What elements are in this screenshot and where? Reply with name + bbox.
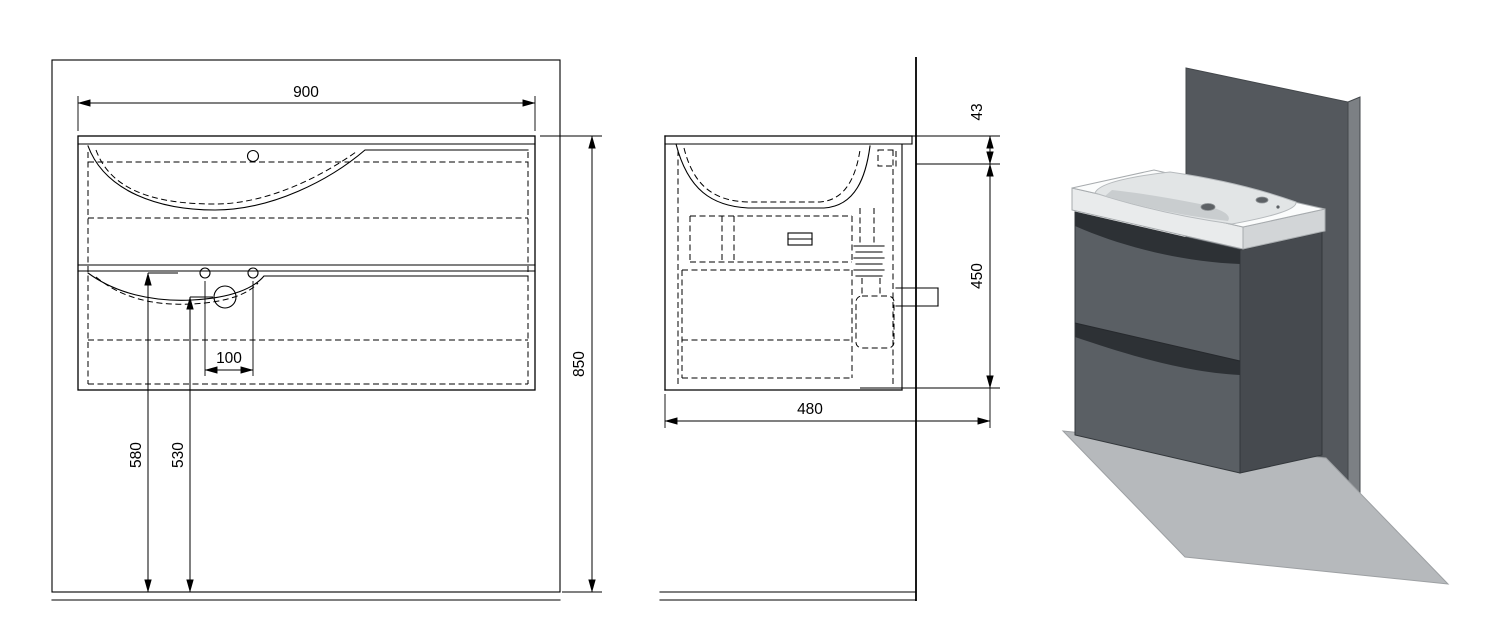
dim-supply-label: 580 (128, 442, 145, 468)
dim-offset-label: 100 (216, 350, 242, 367)
front-basin-hidden-curve (95, 149, 357, 205)
side-basin-curve (675, 143, 871, 209)
dim-depth-480: 480 (664, 388, 991, 428)
iso-basin-bowl (1094, 171, 1297, 225)
iso-upper-drawer-recess (1075, 212, 1240, 264)
iso-drain-hole (1200, 203, 1216, 211)
iso-faucet-hole (1255, 196, 1269, 204)
iso-cabinet-side (1239, 231, 1323, 474)
drain-hole (213, 285, 237, 309)
dim-cabinet-450: 450 (860, 163, 1000, 389)
dim-width-label: 900 (293, 84, 319, 101)
side-basin-hidden (683, 147, 861, 203)
side-hanger-bracket (877, 149, 897, 167)
iso-drawer-split-line (1074, 322, 1241, 362)
iso-lower-drawer-recess (1075, 323, 1240, 375)
dim-depth-label: 480 (797, 401, 823, 418)
front-lower-handle-hidden (95, 276, 259, 305)
iso-overflow-dot (1276, 205, 1280, 209)
iso-basin-shade (1105, 190, 1229, 221)
front-cabinet-outline (77, 135, 536, 391)
dim-cabinet-label: 450 (969, 263, 986, 289)
dim-supply-580: 580 (128, 272, 178, 593)
dim-basin-label: 43 (969, 103, 986, 120)
front-panel-outline (51, 59, 561, 593)
siphon-assembly (853, 208, 939, 349)
dim-total-label: 850 (571, 351, 588, 377)
supply-hole-right (247, 267, 259, 279)
dim-total-850: 850 (540, 135, 602, 593)
supply-hole-left (199, 267, 211, 279)
dim-basin-43: 43 (906, 103, 1000, 165)
front-view: 900 100 580 530 850 (51, 59, 602, 601)
dim-width-900: 900 (77, 84, 536, 131)
iso-view (1061, 67, 1450, 585)
side-view: 43 450 480 (659, 57, 1000, 601)
front-basin-curve (87, 145, 529, 211)
front-lower-handle-curve (87, 272, 529, 301)
faucet-hole (246, 149, 260, 163)
dim-drain-530: 530 (170, 296, 213, 593)
dim-drain-label: 530 (170, 442, 187, 468)
